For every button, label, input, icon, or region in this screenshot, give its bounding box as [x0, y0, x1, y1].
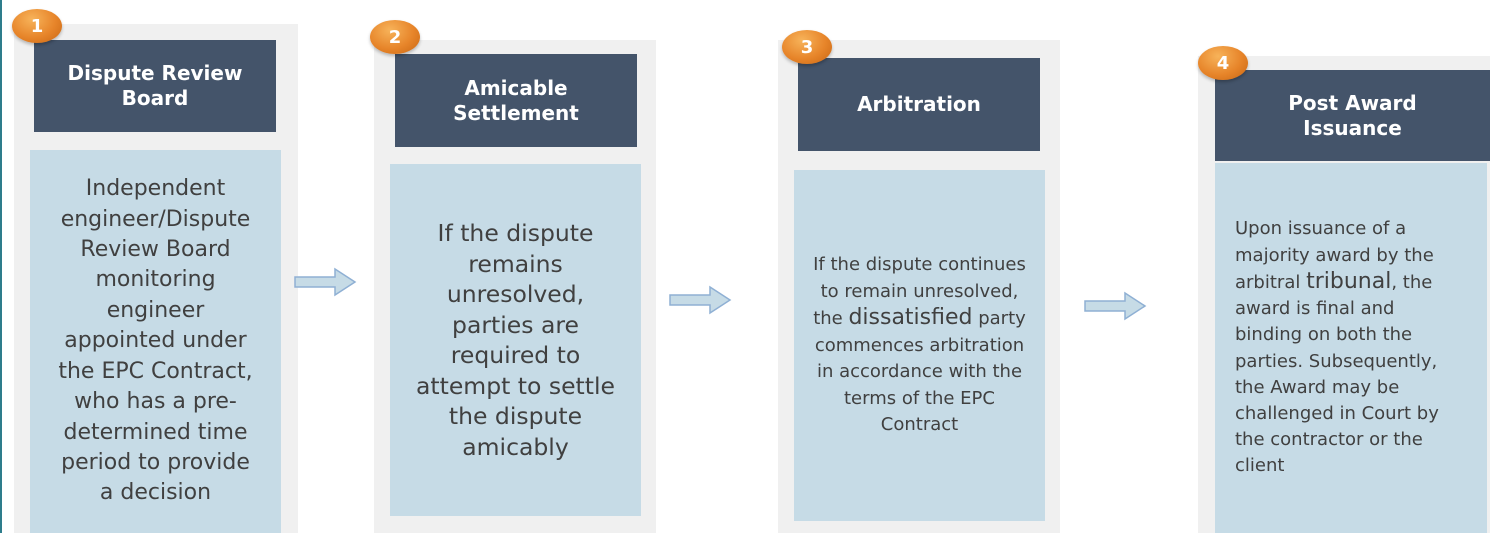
step-3-title: Arbitration — [798, 58, 1040, 151]
step-2-number-badge: 2 — [370, 20, 420, 54]
step-4-description: Upon issuance of a majority award by the… — [1235, 216, 1467, 479]
step-3-description-box: If the dispute continues to remain unres… — [794, 170, 1045, 521]
step-4-title: Post Award Issuance — [1215, 70, 1490, 161]
step-4-description-part-1: Upon issuance of a majority award by the… — [1235, 218, 1434, 293]
step-4-description-emphasis: tribunal — [1306, 268, 1392, 294]
step-4-description-box: Upon issuance of a majority award by the… — [1215, 163, 1487, 533]
step-3-number-badge: 3 — [782, 30, 832, 64]
arrow-right-icon — [669, 285, 732, 315]
step-4-description-part-3: , the award is final and binding on both… — [1235, 271, 1439, 477]
step-2-description: If the dispute remains unresolved, parti… — [416, 219, 615, 461]
step-1-description: Independent engineer/Dispute Review Boar… — [58, 176, 253, 506]
step-2-title: Amicable Settlement — [395, 54, 637, 147]
step-1-description-box: Independent engineer/Dispute Review Boar… — [30, 150, 281, 533]
step-3-description-emphasis: dissatisfied — [848, 305, 973, 331]
step-3-description-part-3: party commences arbitration in accordanc… — [814, 308, 1026, 436]
step-4-number-badge: 4 — [1198, 46, 1248, 80]
step-3-description: If the dispute continues to remain unres… — [810, 252, 1030, 439]
step-1-number-badge: 1 — [12, 9, 62, 43]
step-3-description-part-1: If the dispute continues to remain unres… — [813, 253, 1026, 330]
step-2-description-box: If the dispute remains unresolved, parti… — [390, 164, 641, 516]
arrow-right-icon — [1084, 291, 1147, 321]
left-edge-rule — [0, 0, 2, 533]
step-1-title: Dispute Review Board — [34, 40, 276, 132]
arrow-right-icon — [294, 267, 357, 297]
